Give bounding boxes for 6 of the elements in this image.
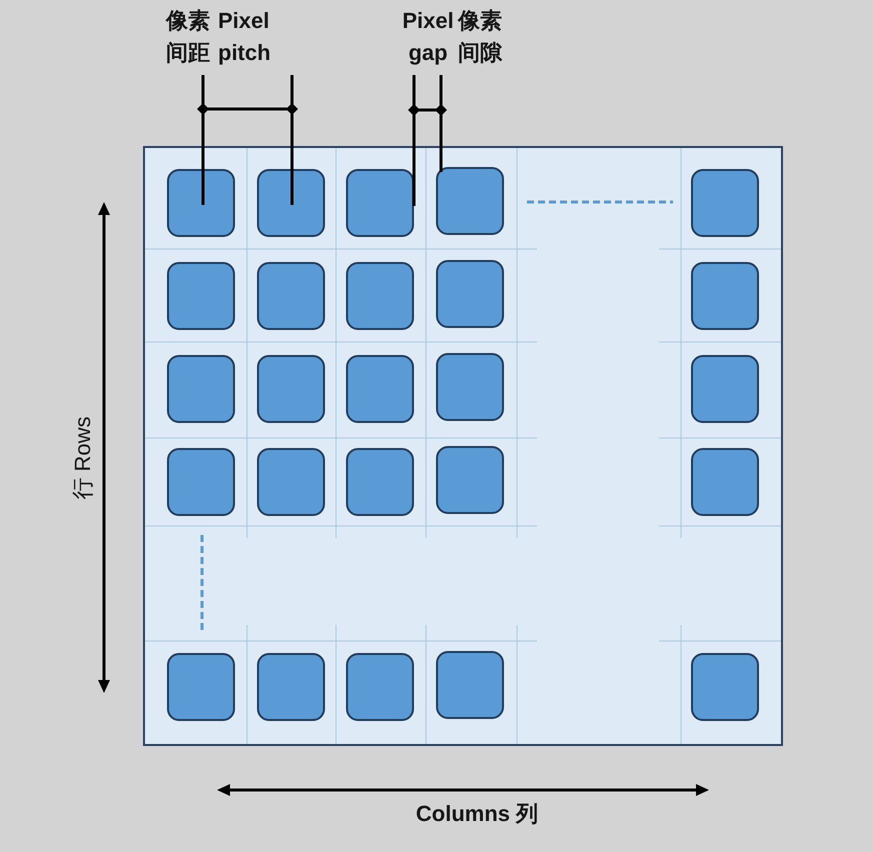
dimension-label: Pixel pitch: [218, 7, 272, 67]
dimension-label: Pixel gap: [401, 7, 455, 67]
dimension-label: 像素间距: [166, 7, 211, 67]
rows-label: 行 Rows: [69, 416, 96, 500]
columns-label: Columns 列: [416, 800, 538, 828]
dimension-label: 像素间隙: [458, 7, 504, 67]
